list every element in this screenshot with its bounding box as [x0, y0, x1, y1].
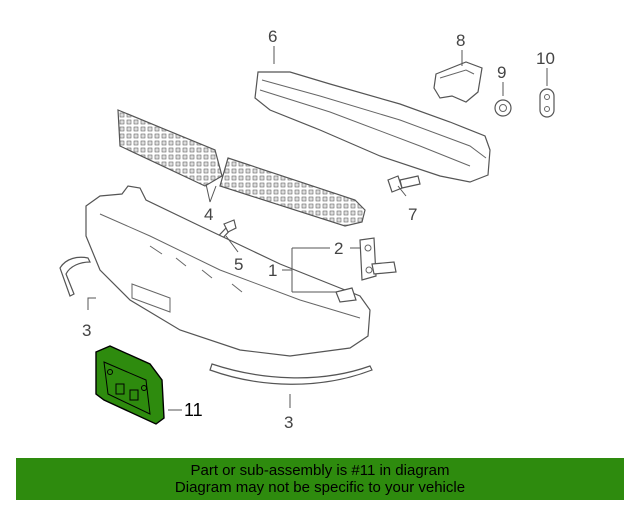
info-banner: Part or sub-assembly is #11 in diagram D…: [16, 458, 624, 500]
callout-6: 6: [268, 27, 277, 46]
bracket-8: [433, 61, 483, 103]
callout-7: 7: [408, 205, 417, 224]
callout-3-lower: 3: [284, 413, 293, 432]
license-plate-bracket-11: [95, 345, 165, 425]
bracket-2: [359, 237, 397, 281]
banner-line-1: Part or sub-assembly is #11 in diagram: [190, 462, 450, 479]
callout-1: 1: [268, 261, 277, 280]
callout-10: 10: [536, 49, 555, 68]
nut-9: [494, 99, 512, 117]
grille-upper: [117, 109, 223, 187]
leader-lines: [87, 46, 548, 411]
bumper-cover: [85, 185, 371, 357]
bolt-7: [387, 175, 421, 193]
reinforcement-beam: [254, 71, 491, 183]
callout-11: 11: [184, 400, 203, 420]
callout-4: 4: [204, 205, 213, 224]
callout-2: 2: [334, 239, 343, 258]
molding-left: [59, 256, 91, 297]
molding-lower: [209, 363, 373, 385]
callout-5: 5: [234, 255, 243, 274]
retainer-10: [539, 88, 555, 118]
callout-3-left: 3: [82, 321, 91, 340]
banner-line-2: Diagram may not be specific to your vehi…: [174, 479, 466, 496]
callout-8: 8: [456, 31, 465, 50]
grille-lower: [219, 157, 366, 227]
callout-9: 9: [497, 63, 506, 82]
